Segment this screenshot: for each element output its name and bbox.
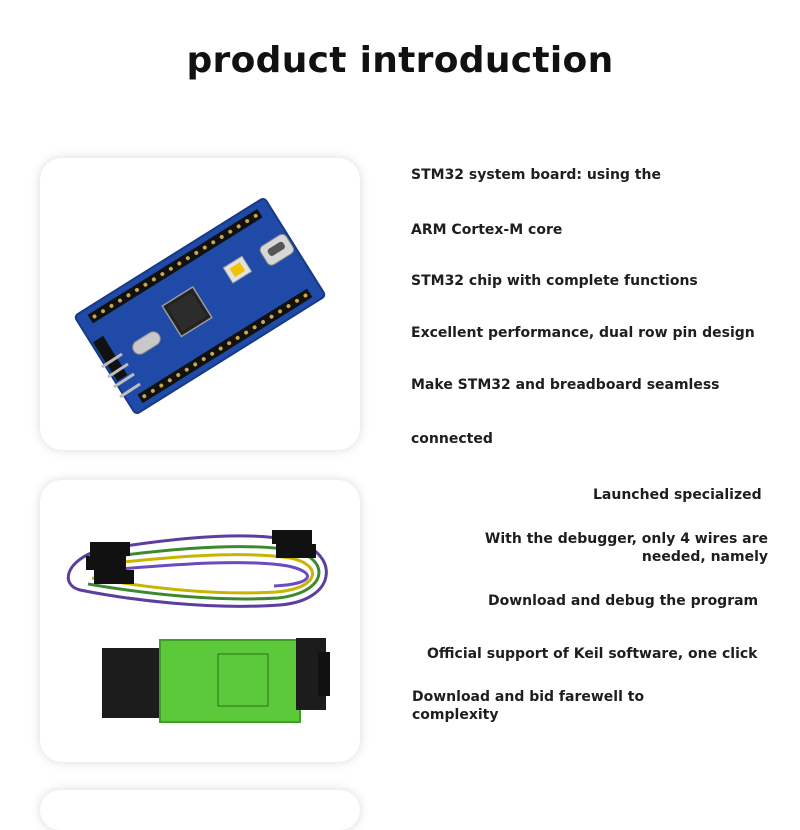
- board-text-line-6: connected: [411, 431, 493, 447]
- debugger-image: [66, 530, 330, 723]
- debugger-text-line-1: Launched specialized: [593, 487, 762, 503]
- next-card-edge: [40, 790, 360, 830]
- board-text-line-2: ARM Cortex-M core: [411, 222, 563, 238]
- board-text-line-1: STM32 system board: using the: [411, 167, 661, 183]
- board-text-line-4: Excellent performance, dual row pin desi…: [411, 325, 755, 341]
- debugger-text-line-5: Download and bid farewell to complexity: [412, 689, 645, 723]
- page-title: product introduction: [186, 40, 614, 81]
- debugger-text-line-2: With the debugger, only 4 wires are need…: [484, 531, 768, 565]
- board-text-line-3: STM32 chip with complete functions: [411, 273, 698, 289]
- board-image-card: [40, 158, 360, 450]
- debugger-text-line-4: Official support of Keil software, one c…: [427, 646, 758, 662]
- debugger-image-card: [40, 480, 360, 762]
- board-text-line-5: Make STM32 and breadboard seamless: [411, 377, 720, 393]
- debugger-text-line-3: Download and debug the program: [488, 593, 759, 609]
- stm32-board-image: [74, 197, 326, 415]
